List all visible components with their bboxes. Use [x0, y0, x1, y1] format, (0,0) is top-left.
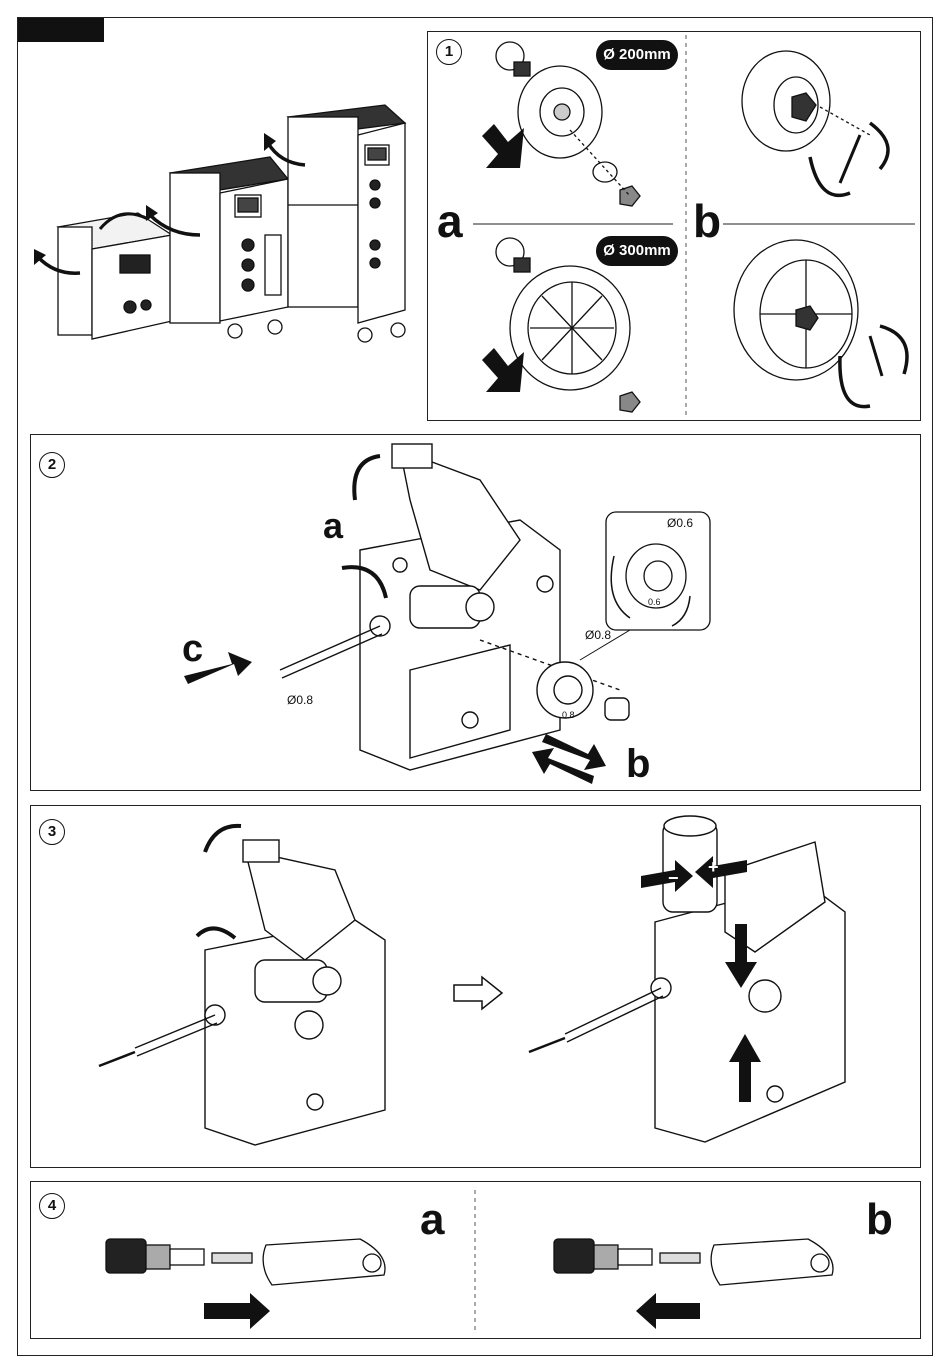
tension-minus-label: −: [668, 868, 679, 889]
roller-detail-callout: [590, 510, 720, 640]
step2-letter-a: a: [323, 508, 343, 544]
step4-divider: [474, 1190, 476, 1330]
spool-200-drawing: [480, 40, 680, 220]
straight-arrow-icon: [636, 1293, 700, 1329]
roller-engraving: 0.8: [562, 710, 575, 720]
step3-number: 3: [39, 819, 65, 845]
header-tab: [18, 18, 104, 42]
detail-engraving: 0.6: [648, 597, 661, 607]
tension-plus-label: +: [708, 857, 719, 878]
machine-large: [288, 105, 405, 342]
step2-number: 2: [39, 452, 65, 478]
step4-letter-b: b: [866, 1198, 893, 1242]
step2-letter-b: b: [626, 744, 650, 784]
machines-illustration: [20, 95, 420, 365]
spool-b-small: [730, 45, 910, 215]
torch-assembly-a: [100, 1225, 400, 1335]
detail-groove-label: Ø0.6: [667, 516, 693, 530]
step4-number: 4: [39, 1193, 65, 1219]
step4-letter-a: a: [420, 1198, 444, 1242]
machine-medium: [170, 157, 288, 338]
spool-b-large: [720, 226, 920, 416]
curved-arrow-icon: [354, 456, 380, 500]
wire-diameter-label: Ø0.8: [287, 693, 313, 707]
straight-arrow-icon: [204, 1293, 270, 1329]
curved-arrow-icon: [840, 356, 870, 407]
step1-variant-b: b: [693, 198, 721, 244]
push-arrow: [482, 124, 524, 168]
torch-assembly-b: [548, 1225, 848, 1335]
wire-feeder-closing: [95, 810, 425, 1155]
step2-letter-c: c: [182, 630, 203, 668]
spool-300-drawing: [480, 236, 680, 421]
outline-arrow-icon: [452, 975, 504, 1011]
machine-small: [58, 213, 172, 339]
curved-arrow-icon: [205, 826, 241, 852]
step1-variant-a: a: [437, 198, 463, 244]
wire-feeder-closed: [525, 812, 865, 1157]
